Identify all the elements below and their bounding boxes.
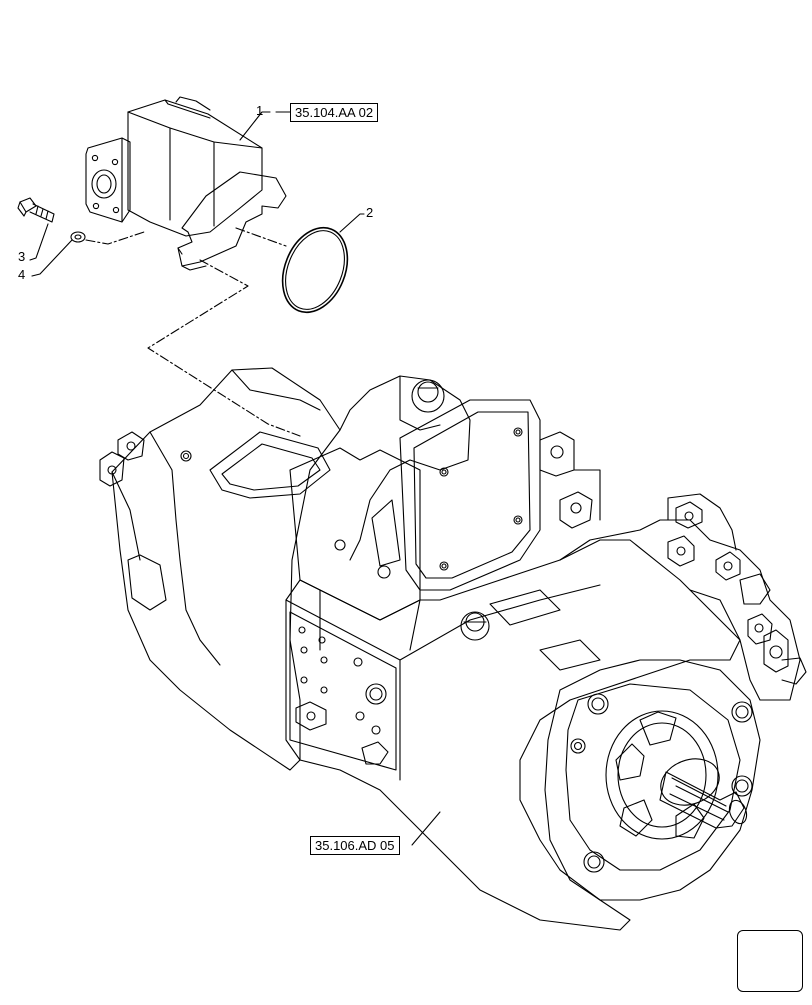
reference-label-upper[interactable]: 35.104.AA 02 bbox=[290, 103, 379, 122]
callout-item-4: 4 bbox=[18, 267, 26, 282]
hydraulic-pump-assembly bbox=[99, 367, 807, 931]
cap-screw-part-3 bbox=[17, 197, 55, 223]
leader-line-item-1 bbox=[239, 111, 271, 141]
callout-item-1: 1 bbox=[256, 103, 264, 118]
leader-line-lower-ref bbox=[411, 811, 441, 846]
reference-label-lower[interactable]: 35.106.AD 05 bbox=[310, 836, 400, 855]
gear-pump-part-1 bbox=[85, 96, 287, 271]
leader-line-item-3 bbox=[29, 223, 49, 261]
callout-item-3: 3 bbox=[18, 249, 26, 264]
callout-item-2: 2 bbox=[366, 205, 374, 220]
navigation-button[interactable] bbox=[737, 930, 803, 992]
assembly-path-line-washer bbox=[85, 231, 145, 245]
leader-line-item-4 bbox=[31, 239, 73, 277]
assembly-path-line bbox=[147, 259, 301, 437]
assembly-path-line-flange bbox=[235, 227, 287, 247]
washer-part-4 bbox=[70, 231, 86, 243]
leader-line-item-2 bbox=[339, 213, 365, 233]
o-ring-part-2 bbox=[281, 226, 349, 314]
